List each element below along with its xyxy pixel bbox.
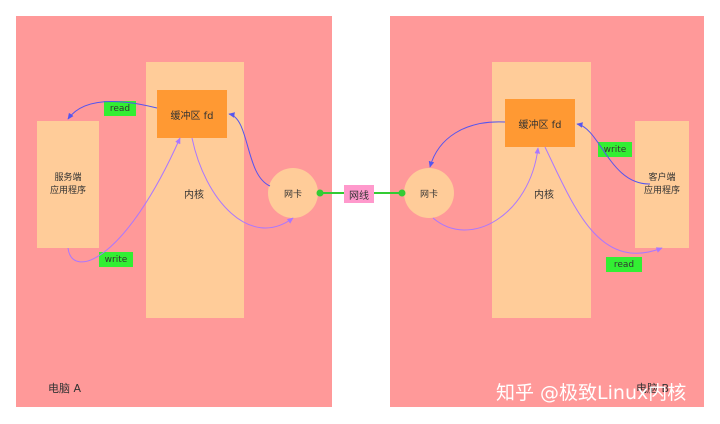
- read-tag-b: read: [606, 257, 642, 272]
- arrow-write-b: [576, 122, 651, 185]
- arrow-write-a: [67, 137, 181, 263]
- nic-b: 网卡: [404, 168, 454, 218]
- arrow-read-a: [67, 100, 158, 120]
- arrow-read-b: [544, 146, 663, 254]
- arrow-buffer-to-nic-b: [428, 121, 506, 168]
- buffer-fd-b: 缓冲区 fd: [505, 99, 575, 147]
- kernel-b-label: 内核: [534, 190, 554, 201]
- write-tag-a: write: [99, 252, 133, 267]
- read-tag-a: read: [104, 101, 136, 116]
- arrow-buffer-to-nic-a: [191, 137, 294, 229]
- cable-endpoint-a: [316, 189, 324, 197]
- arrow-nic-to-buffer-b: [432, 147, 541, 231]
- arrow-nic-to-buffer-a: [228, 112, 271, 187]
- computer-a-name: 电脑 A: [48, 382, 82, 395]
- computer-b-name: 电脑 B: [636, 382, 670, 395]
- server-app: 服务端 应用程序: [37, 121, 99, 248]
- buffer-fd-a: 缓冲区 fd: [157, 90, 227, 138]
- watermark: 知乎 @极致Linux内核: [496, 382, 687, 404]
- cable-endpoint-b: [398, 189, 406, 197]
- kernel-a-label: 内核: [184, 190, 204, 201]
- client-app: 客户端 应用程序: [635, 121, 689, 248]
- write-tag-b: write: [598, 142, 632, 157]
- nic-a: 网卡: [268, 168, 318, 218]
- cable-label: 网线: [344, 185, 374, 203]
